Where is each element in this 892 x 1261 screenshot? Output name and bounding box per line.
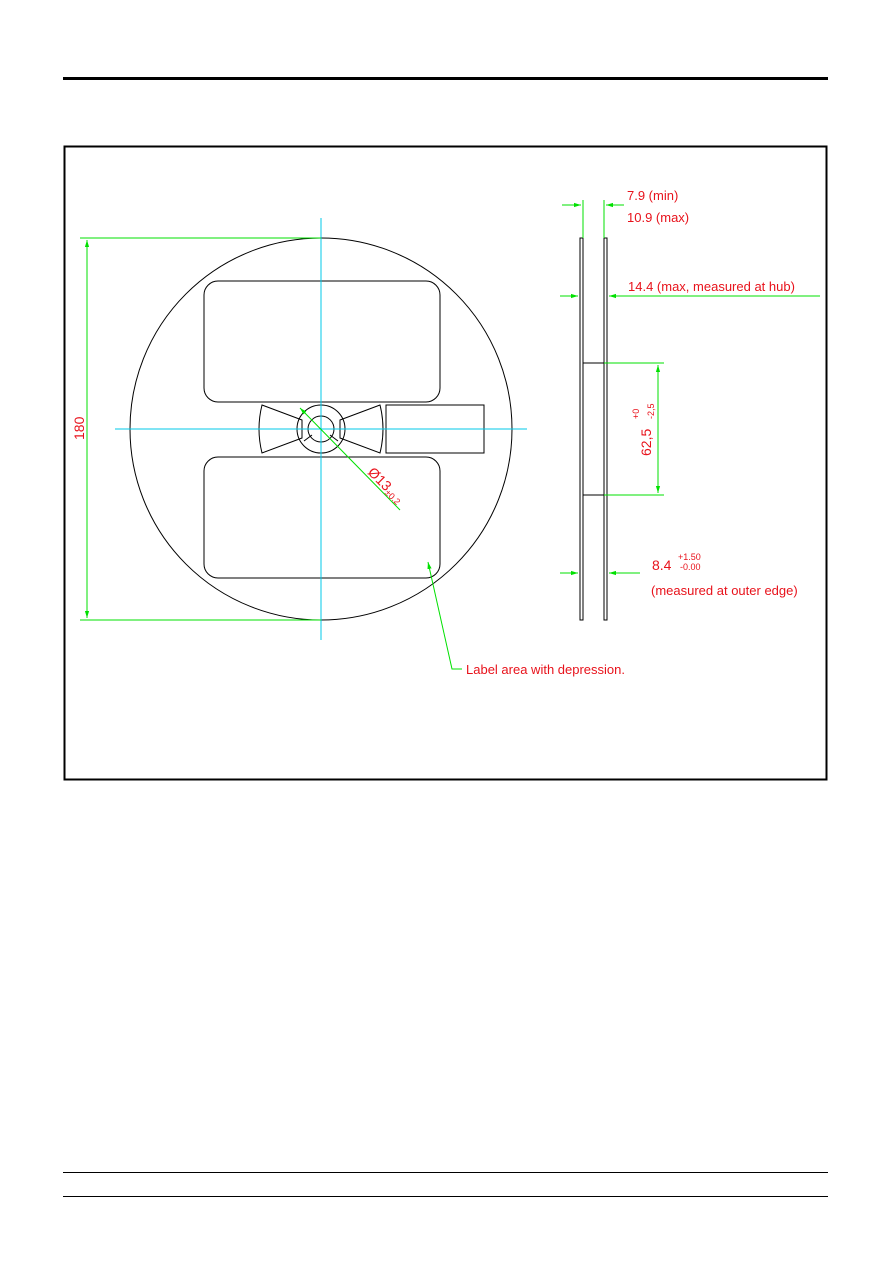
- side-flange-left: [579, 237, 584, 621]
- svg-text:62,5: 62,5: [638, 429, 654, 456]
- label-window-top: [203, 280, 441, 403]
- label-label-area: Label area with depression.: [466, 662, 625, 677]
- footer-rule-bottom: [63, 1196, 828, 1197]
- label-tape-width: 8.4: [652, 557, 672, 573]
- label-hub-diameter-tol-upper: +0: [631, 409, 641, 419]
- hub-notch-left: [303, 434, 313, 442]
- label-hub-diameter-tol-lower: -2,5: [646, 403, 656, 419]
- label-hub-bore: Ø13±0.2: [364, 464, 407, 507]
- label-outer-diameter: 180: [71, 416, 87, 440]
- side-dimensions: [560, 200, 820, 576]
- footer-rule-top: [63, 1172, 828, 1173]
- label-tape-width-tol-lower: -0.00: [680, 562, 701, 572]
- dim-outer-diameter: [80, 237, 321, 621]
- label-tape-width-tol-upper: +1.50: [678, 552, 701, 562]
- label-width-min: 7.9 (min): [627, 188, 678, 203]
- header-rule: [63, 77, 828, 80]
- leader-label-area: [427, 561, 462, 670]
- hub-spoke-left: [258, 404, 303, 454]
- hub-spoke-right: [339, 404, 384, 454]
- reel-side-view: [579, 237, 608, 621]
- hub-notch-right: [329, 434, 339, 442]
- label-hub-width: 14.4 (max, measured at hub): [628, 279, 795, 294]
- side-flange-right: [603, 237, 608, 621]
- drawing-frame: [63, 145, 828, 781]
- label-width-max: 10.9 (max): [627, 210, 689, 225]
- dim-hub-bore: [299, 407, 401, 511]
- label-window-bottom: [203, 456, 441, 579]
- label-hub-diameter: 62,5 +0 -2,5: [631, 403, 656, 456]
- label-tape-width-note: (measured at outer edge): [651, 583, 798, 598]
